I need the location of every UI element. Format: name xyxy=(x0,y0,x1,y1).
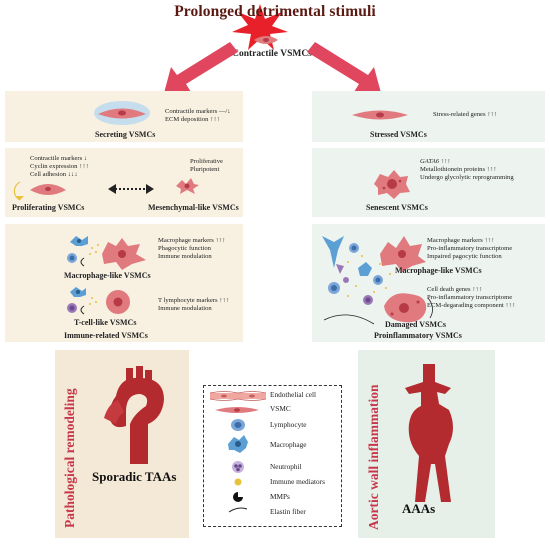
legend-vsmc-icon xyxy=(215,407,259,413)
mesenchymal-vsmc-icon xyxy=(176,178,199,194)
damaged-line-2: Pro-inflammatory transcriptome xyxy=(427,294,513,301)
proinflammatory-illustration xyxy=(322,236,433,325)
neutrophil-icon xyxy=(232,461,244,473)
senescent-gene: GATA6 xyxy=(420,158,440,165)
tcell-line-2: Immune modulation xyxy=(158,305,212,312)
aortic-wall-inflammation-label: Aortic wall inflammation xyxy=(366,384,381,530)
sporadic-taas-label: Sporadic TAAs xyxy=(92,469,177,484)
proliferating-line-2: Cyclin expression ↑↑↑ xyxy=(30,163,89,170)
legend-mmps-label: MMPs xyxy=(270,492,290,501)
secreting-line-2: ECM deposition ↑↑↑ xyxy=(165,116,220,123)
lymphocyte-icon xyxy=(231,419,245,431)
legend-elastin-fiber-label: Elastin fiber xyxy=(270,507,306,516)
aaas-label: AAAs xyxy=(402,501,436,516)
proinflammatory-macrophage-line-3: Impaired pagocytic function xyxy=(427,253,502,260)
immune-macrophage-line-2: Phagocytic function xyxy=(158,245,211,252)
contractile-vsmc-icon xyxy=(254,36,278,44)
immune-mediator-icon xyxy=(234,478,242,486)
stressed-vsmc-icon xyxy=(352,110,408,120)
tcell-line-1: T lymphocyte markers ↑↑↑ xyxy=(158,297,230,304)
abdominal-aneurysm-icon xyxy=(405,364,453,502)
senescent-gene-line: GATA6 ↑↑↑ xyxy=(420,158,451,166)
macrophage-icon xyxy=(228,435,248,453)
proliferating-line-3: Cell adhesion ↓↓↓ xyxy=(30,171,78,178)
left-arrow-icon xyxy=(164,42,238,93)
secreting-line-1: Contractile markers —/↓ xyxy=(165,108,231,115)
legend-vsmc-label: VSMC xyxy=(270,404,291,413)
stimuli-star-icon xyxy=(232,4,288,50)
stressed-line-1: Stress-related genes ↑↑↑ xyxy=(433,111,498,118)
immune-macrophage-line-3: Immune modulation xyxy=(158,253,212,260)
elastin-fiber-icon xyxy=(228,507,248,513)
proinflammatory-macrophage-like-label: Macrophage-like VSMCs xyxy=(395,266,482,275)
stressed-vsmcs-label: Stressed VSMCs xyxy=(370,130,427,139)
proliferating-vsmc-icon xyxy=(13,181,66,201)
dotted-double-arrow-icon xyxy=(108,184,154,194)
proliferating-vsmcs-label: Proliferating VSMCs xyxy=(12,203,85,212)
legend-lymphocyte-label: Lymphocyte xyxy=(270,420,307,429)
legend-immune-mediators-label: Immune mediators xyxy=(270,477,325,486)
secreting-vsmc-icon xyxy=(94,101,150,125)
senescent-panel xyxy=(312,148,545,217)
legend-neutrophil-label: Neutrophil xyxy=(270,462,302,471)
pathological-remodeling-panel xyxy=(55,350,189,538)
damaged-line-3: ECM-degarading component ↑↑↑ xyxy=(427,302,516,309)
mesenchymal-line-2: Pluripotent xyxy=(190,166,220,173)
senescent-line-1: Metallothionein proteins ↑↑↑ xyxy=(420,166,497,173)
endothelial-cell-icon xyxy=(209,391,267,401)
immune-macrophage-line-1: Macrophage markers ↑↑↑ xyxy=(158,237,226,244)
mmp-icon xyxy=(233,492,243,502)
legend-macrophage-label: Macrophage xyxy=(270,440,307,449)
senescent-vsmcs-label: Senescent VSMCs xyxy=(366,203,428,212)
senescent-gene-arrows: ↑↑↑ xyxy=(440,158,451,165)
page-title: Prolonged detrimental stimuli xyxy=(174,3,376,20)
damaged-line-1: Cell death genes ↑↑↑ xyxy=(427,286,483,293)
mesenchymal-line-1: Proliferative xyxy=(190,158,223,165)
macrophage-like-vsmc-illustration xyxy=(67,236,146,270)
immune-macrophage-like-label: Macrophage-like VSMCs xyxy=(64,271,151,280)
senescent-line-2: Undergo glycolytic reprogramming xyxy=(420,174,514,181)
legend-endothelial-label: Endothelial cell xyxy=(270,390,316,399)
thoracic-aneurysm-icon xyxy=(104,366,164,464)
immune-related-vsmcs-label: Immune-related VSMCs xyxy=(64,331,148,340)
pathological-remodeling-label: Pathological remodeling xyxy=(62,388,77,528)
senescent-vsmc-icon xyxy=(374,170,410,199)
tcell-like-vsmc-illustration xyxy=(67,287,130,315)
tcell-like-label: T-cell-like VSMCs xyxy=(74,318,137,327)
proinflammatory-vsmcs-label: Proinflammatory VSMCs xyxy=(374,331,462,340)
contractile-vsmcs-label: Contractile VSMCs xyxy=(232,49,312,59)
proinflammatory-macrophage-line-1: Macrophage markers ↑↑↑ xyxy=(427,237,495,244)
mesenchymal-vsmcs-label: Mesenchymal-like VSMCs xyxy=(148,203,239,212)
proliferating-line-1: Contractile markers ↓ xyxy=(30,155,88,162)
proinflammatory-panel xyxy=(312,224,545,342)
secreting-vsmcs-label: Secreting VSMCs xyxy=(95,130,156,139)
proliferating-panel xyxy=(5,148,243,217)
right-arrow-icon xyxy=(307,42,381,93)
stressed-panel xyxy=(312,91,545,142)
damaged-vsmcs-label: Damaged VSMCs xyxy=(385,320,446,329)
proinflammatory-macrophage-line-2: Pro-inflammatory transcriptome xyxy=(427,245,513,252)
